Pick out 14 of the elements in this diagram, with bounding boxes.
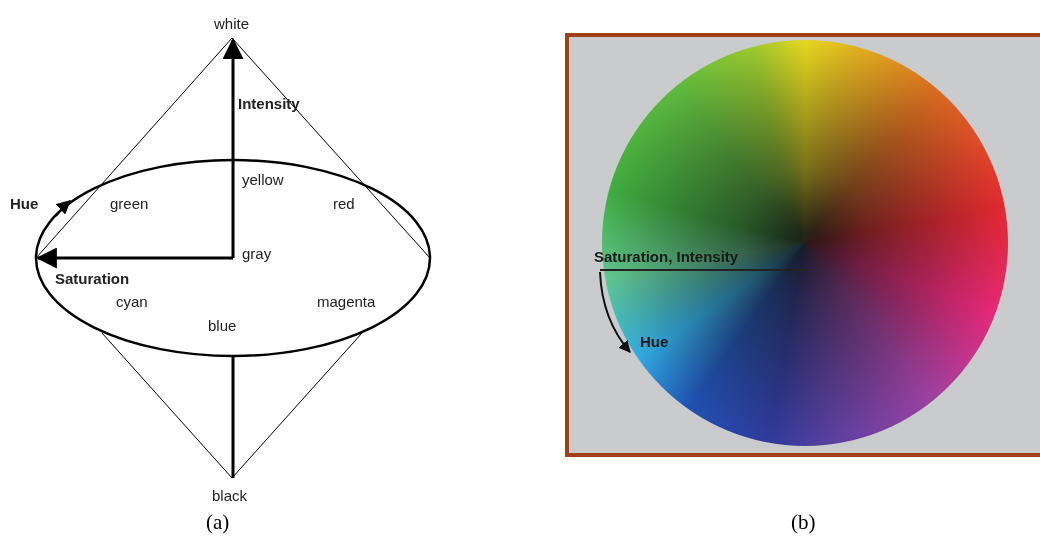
axis-label: Hue [640, 334, 669, 349]
axis-label: Hue [10, 196, 39, 211]
pole-label: white [214, 16, 250, 31]
axis-label: Saturation [55, 271, 130, 286]
color-name-label: yellow [242, 172, 284, 187]
caption: (a) [206, 512, 230, 533]
color-name-label: blue [208, 318, 237, 333]
color-name-label: cyan [116, 294, 148, 309]
color-name-label: red [333, 196, 355, 211]
color-name-label: green [110, 196, 149, 211]
pole-label: black [212, 488, 248, 503]
caption: (b) [791, 512, 816, 533]
color-name-label: magenta [317, 294, 376, 309]
color-name-label: gray [242, 246, 272, 261]
